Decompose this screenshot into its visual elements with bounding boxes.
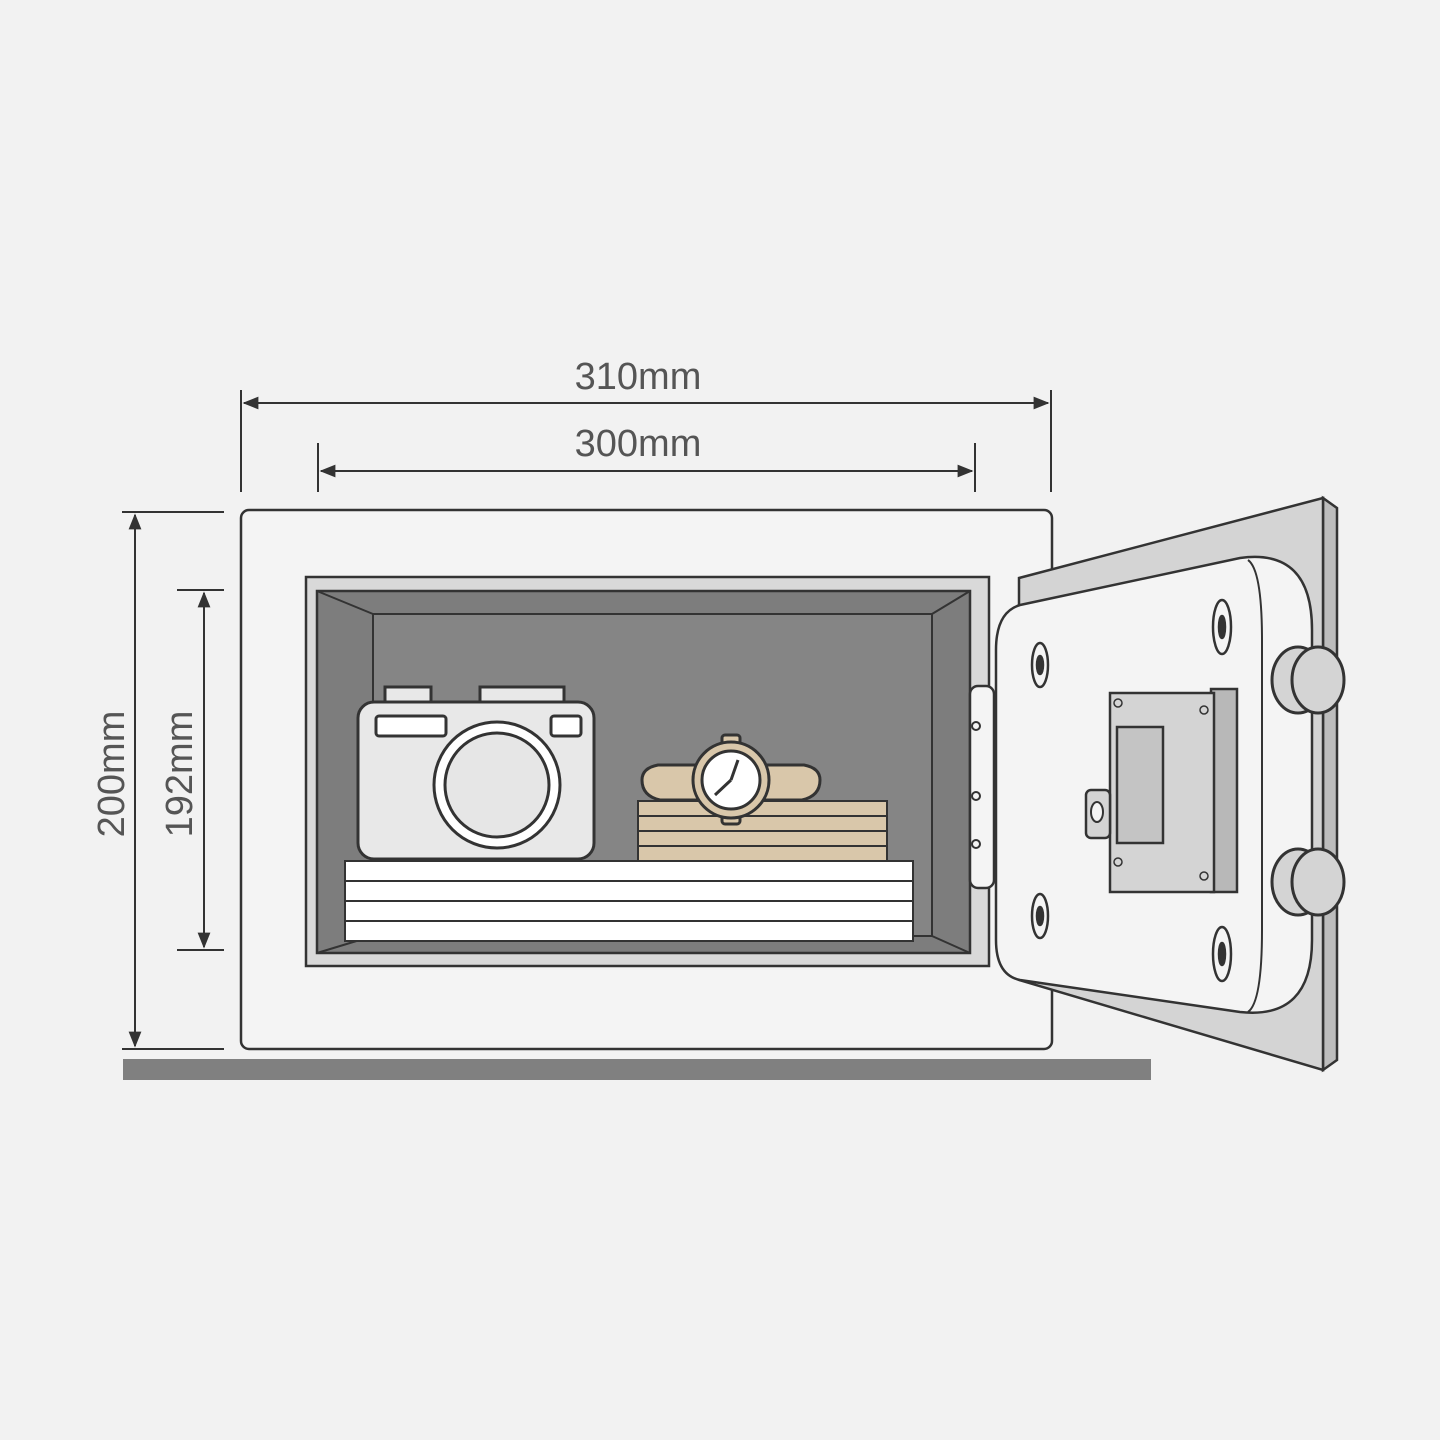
door-screw xyxy=(1217,941,1227,967)
watch-hand-hour xyxy=(713,778,733,797)
interior-corner-tl xyxy=(316,590,374,615)
hinge-plate xyxy=(968,684,996,890)
inner-height-label: 192mm xyxy=(159,711,201,838)
bolt-icon xyxy=(1270,645,1346,917)
keypad-screw xyxy=(1113,698,1123,708)
watch-icon xyxy=(640,733,822,826)
book-stack xyxy=(637,800,888,862)
safe-door[interactable] xyxy=(994,495,1346,1073)
key-lock-icon[interactable] xyxy=(1084,788,1112,840)
paper-sheet xyxy=(344,920,914,942)
door-screw xyxy=(1035,654,1045,676)
book xyxy=(637,815,888,832)
door-edge xyxy=(1321,495,1339,1073)
keypad-icon[interactable] xyxy=(1108,687,1239,894)
interior-corner-br xyxy=(931,935,971,954)
interior-corner-tr xyxy=(931,590,971,615)
watch-strap-left xyxy=(640,763,702,802)
dimension-annotations xyxy=(122,390,1052,1050)
camera-lens-inner xyxy=(443,731,551,839)
keypad-screw xyxy=(1199,871,1209,881)
keypad-screw xyxy=(1113,857,1123,867)
door-screw xyxy=(1035,905,1045,927)
book xyxy=(637,845,888,862)
door-screw xyxy=(1217,614,1227,640)
paper-sheet xyxy=(344,860,914,882)
camera-icon xyxy=(356,685,596,861)
keypad-screw xyxy=(1199,705,1209,715)
bolt-top-front xyxy=(1290,645,1346,715)
keypad-display xyxy=(1115,725,1165,845)
book xyxy=(637,830,888,847)
outer-height-label: 200mm xyxy=(91,711,133,838)
watch-hand-minute xyxy=(729,759,740,781)
hinge-screw xyxy=(971,839,981,849)
key-lock-hole xyxy=(1090,801,1104,823)
paper-sheet xyxy=(344,880,914,902)
hinge-screw xyxy=(971,791,981,801)
door-inner-inset-line xyxy=(1247,559,1263,1013)
hinge-icon xyxy=(968,684,996,890)
floor-bar xyxy=(123,1059,1151,1080)
bolt-bottom-front xyxy=(1290,847,1346,917)
camera-flash xyxy=(549,714,583,738)
paper-stack xyxy=(344,860,914,942)
camera-label-strip xyxy=(374,714,448,738)
paper-sheet xyxy=(344,900,914,922)
hinge-screw xyxy=(971,721,981,731)
outer-width-label: 310mm xyxy=(575,356,702,398)
inner-width-label: 300mm xyxy=(575,423,702,465)
watch-strap-right xyxy=(760,763,822,802)
